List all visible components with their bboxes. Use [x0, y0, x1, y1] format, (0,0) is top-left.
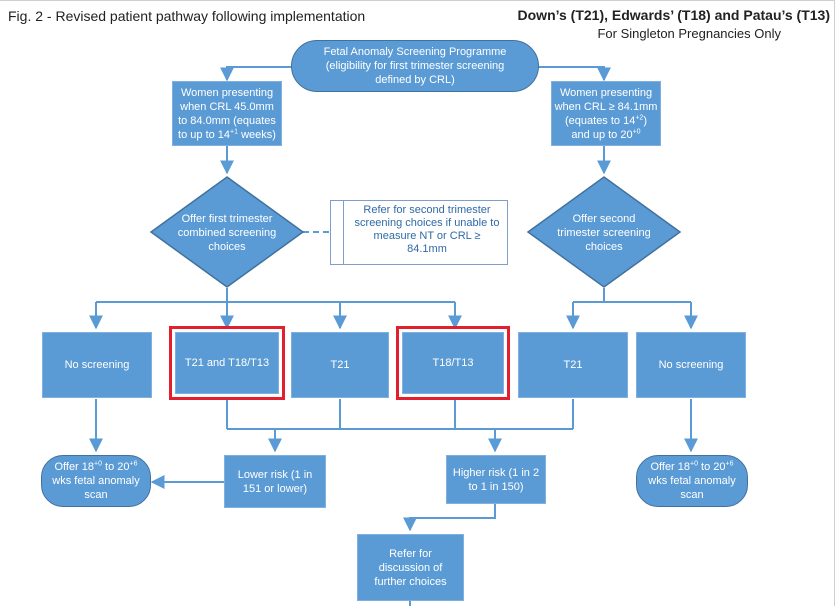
t21-t18-t13-label: T21 and T18/T13 [184, 357, 270, 369]
refer-note-label: Refer for second trimester screening cho… [354, 204, 500, 255]
women-presenting-right-node: Women presenting when CRL ≥ 84.1mm (equa… [551, 81, 661, 146]
women-left-line4: to up to 14+1 weeks) [178, 127, 276, 141]
women-right-line4: and up to 20+0 [571, 127, 641, 141]
t18-t13-node: T18/T13 [396, 326, 510, 400]
connector-programme-to-right [538, 66, 611, 82]
higher-risk-node: Higher risk (1 in 2 to 1 in 150) [446, 455, 546, 504]
scope-subtitle: For Singleton Pregnancies Only [597, 26, 781, 41]
programme-label: Fetal Anomaly Screening Programme (eligi… [323, 46, 507, 86]
offer-first-trimester-label: Offer first trimester combined screening… [177, 212, 277, 253]
lower-risk-label: Lower risk (1 in 151 or lower) [237, 468, 313, 495]
women-left-line3: to 84.0mm (equates [178, 114, 276, 127]
lower-risk-node: Lower risk (1 in 151 or lower) [224, 455, 326, 508]
no-screening-right-label: No screening [658, 359, 724, 371]
t21-right-label: T21 [563, 359, 583, 371]
women-right-line1: Women presenting [559, 86, 653, 99]
programme-node: Fetal Anomaly Screening Programme (eligi… [291, 40, 539, 92]
offer-scan-right-line2: wks fetal anomaly [648, 475, 736, 487]
no-screening-left-node: No screening [42, 332, 152, 398]
diamond-offer-second-trimester [526, 176, 682, 288]
no-screening-right-node: No screening [636, 332, 746, 398]
women-left-line2: when CRL 45.0mm [180, 100, 274, 113]
t21-t18-t13-node: T21 and T18/T13 [169, 326, 285, 400]
t21-mid-node: T21 [291, 332, 389, 398]
women-right-line3: (equates to 14+2) [565, 113, 647, 127]
connector-diamond-right-bus [573, 288, 691, 303]
frame-top-border [0, 0, 835, 1]
offer-scan-right-line3: scan [680, 489, 704, 501]
offer-second-trimester-label: Offer second trimester screening choices [557, 212, 651, 253]
t21-mid-label: T21 [330, 359, 350, 371]
offer-scan-left-line1: Offer 18+0 to 20+6 [54, 460, 138, 473]
header-right: Down’s (T21), Edwards’ (T18) and Patau’s… [518, 7, 830, 41]
connector-diamond-left-bus [96, 288, 455, 303]
t18-t13-label: T18/T13 [432, 357, 474, 369]
women-left-line1: Women presenting [180, 86, 274, 99]
figure-title: Fig. 2 - Revised patient pathway followi… [8, 8, 366, 24]
refer-second-trimester-note: Refer for second trimester screening cho… [330, 200, 508, 265]
no-screening-left-label: No screening [64, 359, 130, 371]
offer-scan-right-node: Offer 18+0 to 20+6 wks fetal anomaly sca… [636, 455, 748, 507]
t21-right-node: T21 [518, 332, 628, 398]
refer-discussion-node: Refer for discussion of further choices [357, 534, 464, 601]
conditions-title: Down’s (T21), Edwards’ (T18) and Patau’s… [517, 7, 830, 23]
women-presenting-left-node: Women presenting when CRL 45.0mm to 84.0… [172, 81, 282, 146]
offer-scan-right-line1: Offer 18+0 to 20+6 [650, 460, 734, 473]
note-bracket-line [343, 201, 344, 264]
connector-higher-risk-to-referral [403, 504, 496, 532]
women-right-line2: when CRL ≥ 84.1mm [554, 100, 658, 113]
refer-discussion-label: Refer for discussion of further choices [374, 547, 447, 588]
offer-scan-left-line3: scan [84, 489, 108, 501]
connector-results-bus [226, 399, 574, 430]
offer-scan-left-node: Offer 18+0 to 20+6 wks fetal anomaly sca… [41, 455, 151, 507]
offer-scan-left-line2: wks fetal anomaly [52, 475, 140, 487]
diamond-offer-first-trimester [149, 176, 305, 288]
connector-programme-to-left [220, 66, 292, 82]
higher-risk-label: Higher risk (1 in 2 to 1 in 150) [452, 466, 540, 493]
